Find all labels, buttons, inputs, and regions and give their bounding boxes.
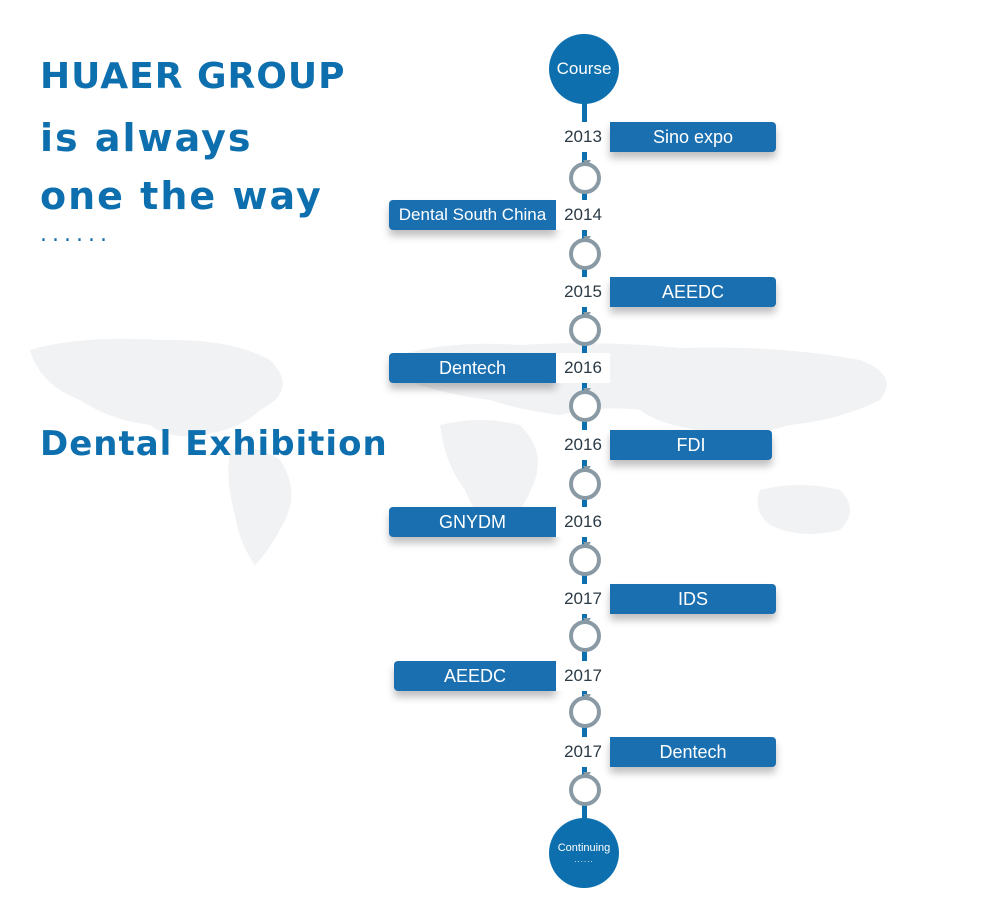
event-name: Sino expo — [610, 122, 776, 152]
timeline-ring-icon — [569, 312, 601, 346]
event-year: 2014 — [556, 200, 610, 230]
event-name: Dentech — [389, 353, 556, 383]
timeline-ring-icon — [569, 388, 601, 422]
event-year: 2013 — [556, 122, 610, 152]
heading-tagline-line1: is always — [40, 116, 253, 160]
event-year: 2017 — [556, 737, 610, 767]
event-name: Dental South China — [389, 200, 556, 230]
event-name: FDI — [610, 430, 772, 460]
heading-tagline-line2: one the way — [40, 174, 323, 218]
event-name: GNYDM — [389, 507, 556, 537]
heading-ellipsis: ...... — [40, 222, 112, 247]
timeline-start-label: Course — [556, 59, 612, 78]
timeline-ring-icon — [569, 618, 601, 652]
timeline-end-dots: ...... — [574, 855, 594, 864]
event-year: 2016 — [556, 353, 610, 383]
event-year: 2016 — [556, 507, 610, 537]
section-subtitle: Dental Exhibition — [40, 424, 388, 464]
timeline-ring-icon — [569, 694, 601, 728]
heading-company-name: HUAER GROUP — [40, 56, 346, 97]
event-year: 2017 — [556, 584, 610, 614]
timeline-line — [582, 90, 587, 840]
timeline-end-circle: Continuing ...... — [549, 818, 619, 888]
timeline-ring-icon — [569, 160, 601, 194]
timeline-ring-icon — [569, 466, 601, 500]
event-year: 2015 — [556, 277, 610, 307]
event-name: IDS — [610, 584, 776, 614]
event-year: 2017 — [556, 661, 610, 691]
timeline-ring-icon — [569, 542, 601, 576]
timeline-ring-icon — [569, 772, 601, 806]
timeline-ring-icon — [569, 236, 601, 270]
event-name: AEEDC — [394, 661, 556, 691]
event-name: AEEDC — [610, 277, 776, 307]
event-name: Dentech — [610, 737, 776, 767]
timeline-start-circle: Course — [549, 34, 619, 104]
event-year: 2016 — [556, 430, 610, 460]
timeline-end-label: Continuing — [557, 842, 611, 854]
